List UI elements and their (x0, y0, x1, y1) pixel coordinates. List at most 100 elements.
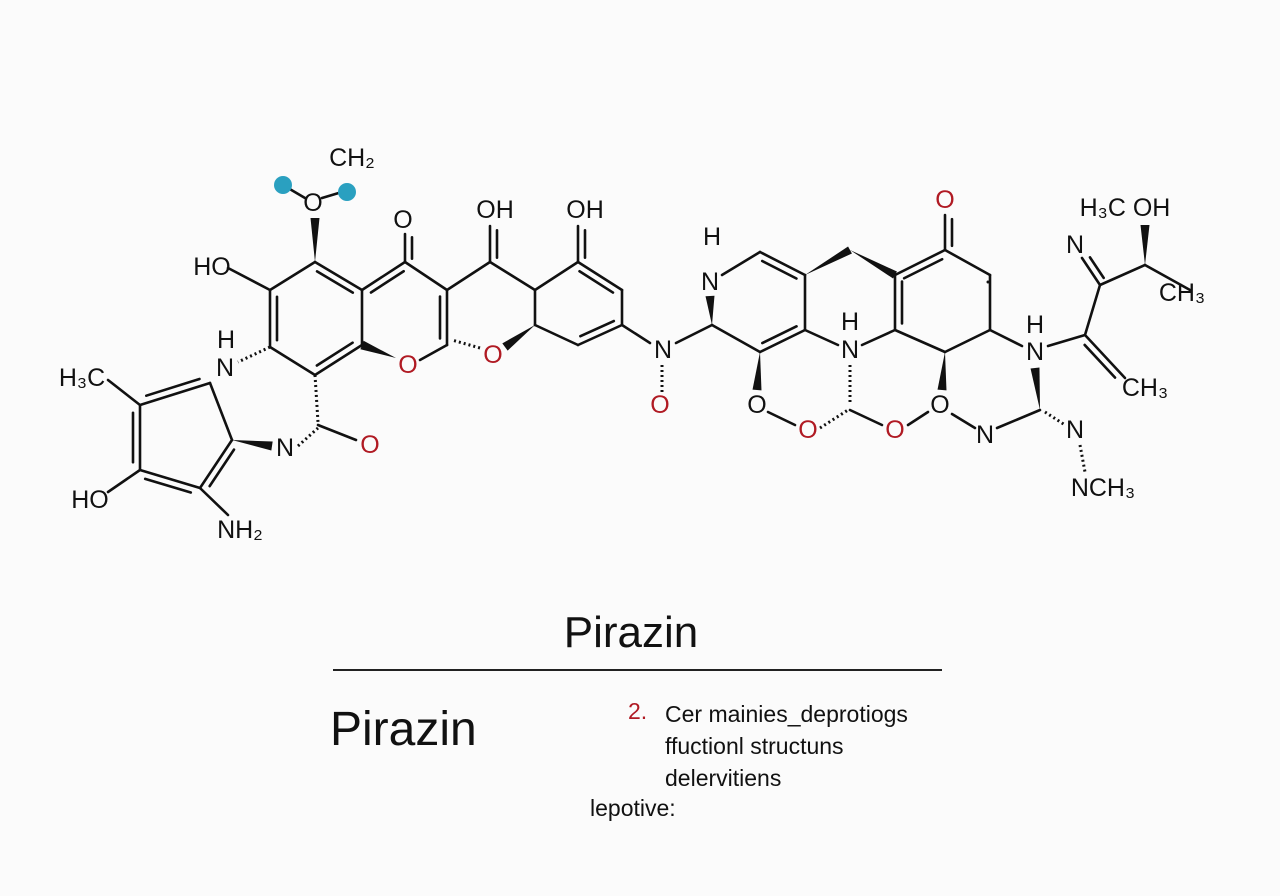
atom-label: CH₂ (329, 144, 375, 172)
atom-label: N (216, 354, 234, 382)
hashed-bond (237, 345, 271, 364)
double-bond (138, 468, 202, 490)
atom-label: H (1026, 311, 1044, 339)
double-bond (138, 381, 212, 407)
diagram-title: Pirazin (563, 608, 699, 657)
single-bond (766, 410, 797, 427)
double-bond-inner (579, 319, 616, 338)
atom-label: O (303, 189, 322, 217)
atom-label: O (798, 416, 817, 444)
double-bond (198, 438, 234, 490)
single-bond (198, 486, 230, 517)
atom-label: N (976, 421, 994, 449)
single-bond (226, 266, 272, 292)
hashed-bond (819, 408, 849, 430)
double-bond-inner (1083, 343, 1117, 379)
red-wedge-bond (805, 246, 852, 275)
wedge-bond (937, 352, 947, 391)
double-bond-inner (760, 259, 798, 280)
atom-label: O (483, 341, 502, 369)
atom-label: H₃C OH (1080, 194, 1171, 222)
single-bond (1143, 263, 1192, 292)
double-bond-inner (208, 448, 236, 488)
double-bond-inner (315, 270, 355, 294)
double-bond-inner (1088, 256, 1105, 280)
single-bond (403, 260, 449, 292)
atom-label: O (935, 186, 954, 214)
title-divider (333, 669, 942, 671)
single-bond (208, 381, 234, 442)
single-bond (906, 410, 930, 427)
wedge-bond (360, 340, 396, 358)
single-bond (720, 250, 762, 277)
wedge-bond (310, 218, 320, 262)
atom-label: O (650, 391, 669, 419)
single-bond (893, 328, 947, 354)
compound-name: Pirazin (330, 703, 477, 756)
atom-label: HO (71, 486, 109, 514)
single-bond (316, 423, 358, 442)
single-bond (943, 328, 992, 354)
atom-label: NCH₃ (1071, 474, 1135, 502)
double-bond (758, 250, 807, 277)
atom-label: N (654, 336, 672, 364)
double-bond (313, 260, 364, 292)
list-number: 2. (628, 698, 648, 724)
description-line: Cer mainies_deprotiogs (665, 701, 908, 727)
single-bond (268, 260, 317, 292)
hashed-bond (296, 426, 320, 448)
atom-label: OH (566, 196, 604, 224)
single-bond (286, 186, 307, 200)
single-bond (106, 378, 142, 407)
double-bond (758, 328, 807, 354)
hashed-bond (1044, 410, 1066, 427)
wedge-bond (1140, 225, 1150, 265)
wedge-bond (502, 325, 535, 351)
single-bond (803, 328, 840, 347)
double-bond (576, 260, 624, 292)
single-bond (488, 260, 537, 292)
atom-label: NH₂ (217, 516, 263, 544)
single-bond (533, 323, 580, 347)
hashed-bond (1078, 444, 1087, 473)
hashed-bond (313, 374, 320, 423)
atom-label: CH₃ (1122, 374, 1168, 402)
double-bond-inner (143, 477, 193, 494)
single-bond (1046, 333, 1087, 348)
atom-label: O (930, 391, 949, 419)
atom-label: N (701, 268, 719, 296)
atom-label: OH (476, 196, 514, 224)
atom-label: O (360, 431, 379, 459)
double-bond-inner (315, 341, 354, 367)
atom-label: H (703, 223, 721, 251)
double-bond-inner (145, 377, 201, 397)
single-bond (106, 468, 142, 494)
atom-label: H (841, 308, 859, 336)
atom-label: H₃C (59, 364, 105, 392)
highlight-atom-dot (338, 183, 356, 201)
single-bond (674, 323, 714, 345)
atom-label: N (1066, 416, 1084, 444)
wedge-bond (1030, 367, 1040, 410)
wedge-bond (752, 352, 762, 391)
single-bond (860, 328, 897, 347)
single-bond (533, 260, 580, 292)
atom-label: N (841, 336, 859, 364)
description-line: delervitiens (665, 765, 782, 791)
double-bond (893, 248, 947, 277)
single-bond (950, 412, 977, 430)
description: Cer mainies_deprotiogs ffuctionl structu… (665, 698, 908, 794)
single-bond (268, 345, 317, 377)
double-bond-inner (578, 269, 615, 294)
atom-label: N (1066, 231, 1084, 259)
single-bond (943, 248, 992, 277)
single-bond (445, 260, 492, 292)
double-bond-inner (902, 257, 944, 280)
single-bond (1098, 263, 1147, 287)
atom-label: CH₃ (1159, 279, 1205, 307)
wedge-bond (705, 295, 715, 325)
single-bond (1083, 283, 1102, 337)
atom-label: O (885, 416, 904, 444)
atom-label: HO (193, 253, 231, 281)
